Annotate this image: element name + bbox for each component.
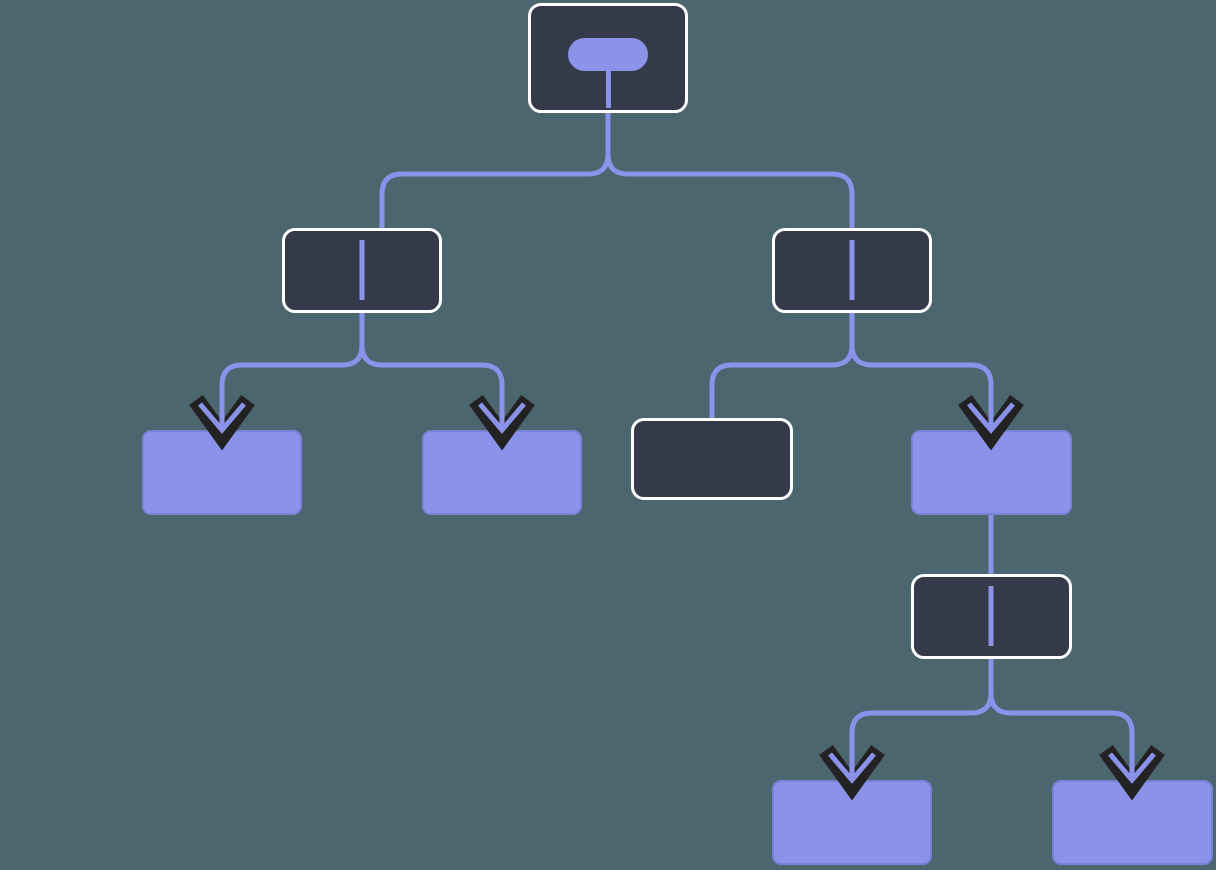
level2-left-node[interactable] — [282, 228, 442, 313]
root-node[interactable] — [528, 3, 688, 113]
root-pill-stem — [605, 68, 611, 108]
edge-level2right-to-branch — [849, 313, 994, 430]
level3-leaf-one[interactable] — [142, 430, 302, 515]
root-pill-badge — [568, 38, 648, 71]
level3-dark-node[interactable] — [631, 418, 793, 500]
level5-leaf-two[interactable] — [1052, 780, 1213, 865]
level2-right-node[interactable] — [772, 228, 932, 313]
level3-branch-node[interactable] — [911, 430, 1072, 515]
level4-dark-node[interactable] — [911, 574, 1072, 659]
level3-leaf-two[interactable] — [422, 430, 582, 515]
edge-level4-to-leaf-two — [988, 659, 1135, 780]
edge-root-to-level2-right — [605, 113, 855, 228]
level5-leaf-one[interactable] — [772, 780, 932, 865]
edge-level2left-to-leaf-two — [359, 313, 505, 430]
